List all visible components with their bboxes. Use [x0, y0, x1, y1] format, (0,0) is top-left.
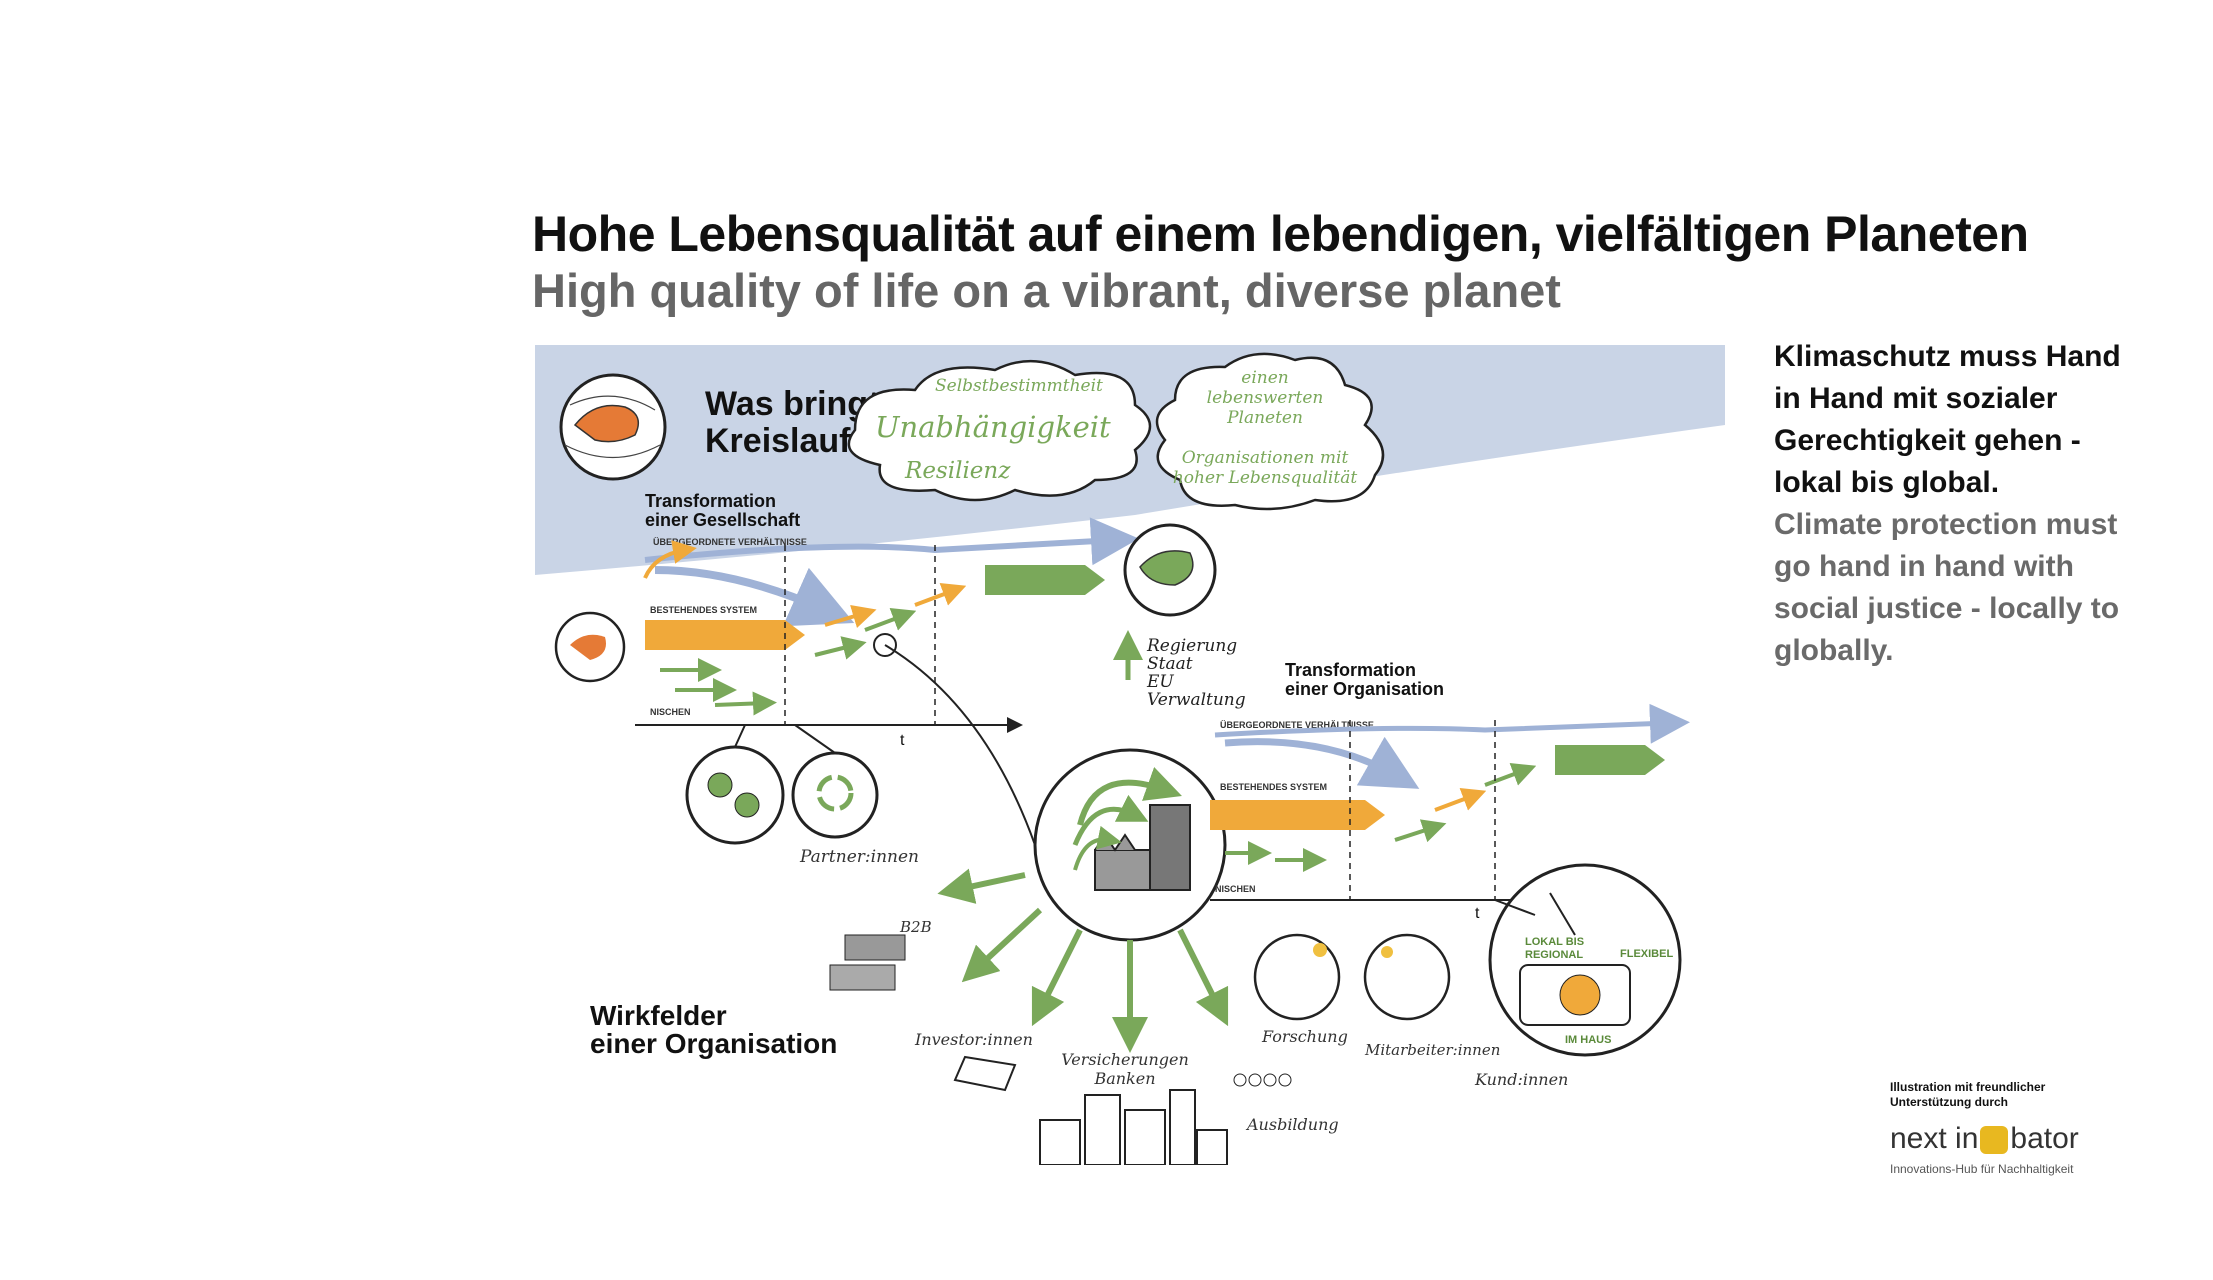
stakeholder-arrows	[937, 868, 1229, 1053]
org-heading-1: Transformation	[1285, 660, 1416, 680]
org-axis-t: t	[1475, 905, 1480, 922]
training-group-icon	[1233, 1073, 1292, 1087]
bee-icon	[1980, 1126, 2009, 1155]
gov-label-3: EU	[1146, 672, 1174, 692]
planet-line-2: lebenswerten	[1207, 388, 1324, 408]
customer-regional-2: REGIONAL	[1525, 949, 1583, 961]
stakeholder-b2b: B2B	[899, 918, 932, 936]
circular-economy-illustration: Was bringt Kreislaufwirtschaft? Selbstbe…	[535, 345, 1725, 1165]
org-quality-line-2: hoher Lebensqualität	[1173, 468, 1357, 488]
stakeholder-customers: Kund:innen	[1474, 1070, 1568, 1089]
org-level-top: ÜBERGEORDNETE VERHÄLTNISSE	[1220, 720, 1374, 730]
money-icon	[953, 1055, 1017, 1092]
credit-line-2: Unterstützung durch	[1890, 1095, 2008, 1109]
stakeholder-investors: Investor:innen	[914, 1030, 1033, 1049]
society-level-top: ÜBERGEORDNETE VERHÄLTNISSE	[653, 537, 807, 547]
society-heading-2: einer Gesellschaft	[645, 510, 800, 530]
org-level-mid: BESTEHENDES SYSTEM	[1220, 782, 1327, 792]
b2b-factory-icon	[829, 934, 906, 991]
society-transformation: Transformation einer Gesellschaft ÜBERGE…	[635, 491, 1139, 749]
organisation-transformation: Transformation einer Organisation ÜBERGE…	[1210, 660, 1690, 922]
research-bubble	[1253, 933, 1341, 1021]
niche-bubble-recycling	[791, 751, 879, 839]
green-globe-icon	[1123, 523, 1217, 617]
org-level-low: NISCHEN	[1215, 884, 1256, 894]
logo-text-right: bator	[2010, 1122, 2079, 1155]
stakeholder-training: Ausbildung	[1245, 1115, 1339, 1134]
title-german: Hohe Lebensqualität auf einem lebendigen…	[532, 206, 2029, 262]
fields-heading-1: Wirkfelder	[590, 1000, 727, 1031]
stakeholder-banks-1: Versicherungen	[1061, 1050, 1189, 1069]
stakeholder-staff: Mitarbeiter:innen	[1364, 1041, 1500, 1059]
society-level-mid: BESTEHENDES SYSTEM	[650, 605, 757, 615]
niche-bubble-trees	[685, 745, 785, 845]
planet-line-3: Planeten	[1226, 408, 1303, 428]
customer-in-house: IM HAUS	[1565, 1034, 1611, 1046]
city-skyline-icon	[1039, 1089, 1228, 1165]
cloud-values-right: einen lebenswerten Planeten Organisation…	[1155, 352, 1385, 511]
gov-label-4: Verwaltung	[1147, 690, 1246, 710]
fields-heading-2: einer Organisation	[590, 1028, 837, 1059]
globe-icon	[559, 373, 667, 481]
question-line-1: Was bringt	[705, 385, 879, 423]
planet-line-1: einen	[1241, 368, 1288, 388]
government-group: Regierung Staat EU Verwaltung	[1113, 630, 1246, 710]
title-english: High quality of life on a vibrant, diver…	[532, 264, 1561, 317]
org-heading-2: einer Organisation	[1285, 679, 1444, 699]
sidebar-statement: Klimaschutz muss Hand in Hand mit sozial…	[1774, 336, 2134, 672]
org-quality-line-1: Organisationen mit	[1182, 448, 1349, 468]
statement-english: Climate protection must go hand in hand …	[1774, 508, 2120, 667]
society-heading-1: Transformation	[645, 491, 776, 511]
logo-text-left: next in	[1890, 1122, 1979, 1155]
society-level-low: NISCHEN	[650, 707, 691, 717]
society-axis-t: t	[900, 732, 905, 749]
stakeholder-banks-2: Banken	[1093, 1069, 1155, 1088]
illustration-credit: Illustration mit freundlicher Unterstütz…	[1890, 1080, 2150, 1176]
staff-bubble	[1363, 933, 1451, 1021]
customer-bubble: LOKAL BIS REGIONAL FLEXIBEL IM HAUS	[1488, 863, 1682, 1057]
statement-german: Klimaschutz muss Hand in Hand mit sozial…	[1774, 340, 2121, 499]
gov-label-2: Staat	[1147, 654, 1193, 674]
value-independence: Unabhängigkeit	[875, 410, 1111, 444]
nextincubator-logo[interactable]: next in bator	[1890, 1122, 2150, 1156]
organisation-building	[1033, 748, 1227, 942]
customer-flexible: FLEXIBEL	[1620, 948, 1673, 960]
customer-regional-1: LOKAL BIS	[1525, 936, 1584, 948]
stakeholder-partners: Partner:innen	[799, 847, 919, 867]
value-resilience: Resilienz	[904, 458, 1011, 484]
stakeholder-research: Forschung	[1261, 1027, 1348, 1046]
credit-line-1: Illustration mit freundlicher	[1890, 1080, 2046, 1094]
small-globe-icon	[554, 611, 626, 683]
gov-label-1: Regierung	[1146, 636, 1237, 656]
logo-tagline: Innovations-Hub für Nachhaltigkeit	[1890, 1162, 2074, 1176]
cloud-values-left: Selbstbestimmtheit Unabhängigkeit Resili…	[847, 359, 1152, 502]
value-self-determination: Selbstbestimmtheit	[935, 376, 1103, 396]
